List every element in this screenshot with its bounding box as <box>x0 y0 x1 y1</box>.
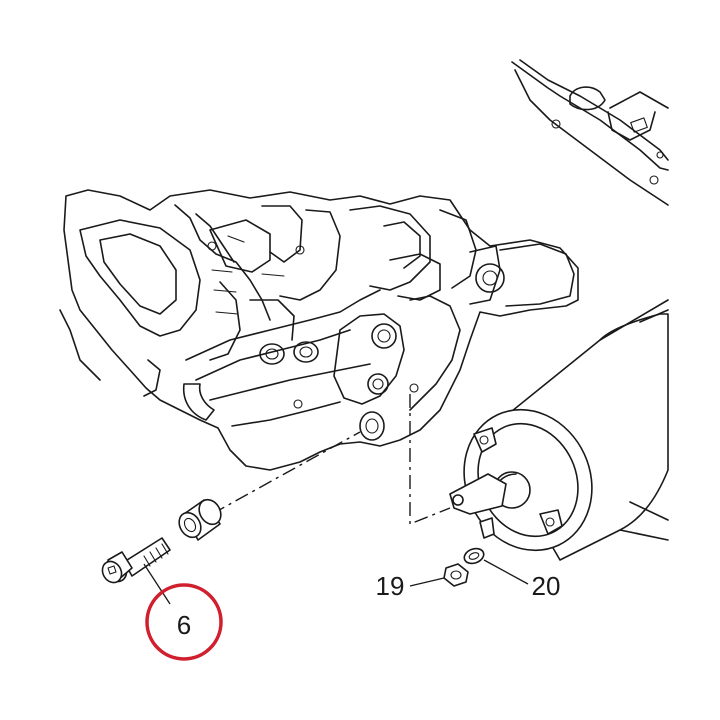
callout-6: 6 <box>145 583 223 661</box>
callout-label-6: 6 <box>177 610 191 640</box>
starter-motor <box>449 299 669 561</box>
washer <box>463 547 485 565</box>
callout-label-20: 20 <box>532 571 561 601</box>
engine-crankcase <box>59 189 579 471</box>
socket-head-screw <box>101 537 171 584</box>
callout-20: 20 <box>532 571 561 601</box>
highlight-ring <box>145 583 223 661</box>
leader-lines <box>143 559 529 605</box>
cover-fragment <box>511 59 669 206</box>
assembly-lines <box>211 394 451 526</box>
callout-19: 19 <box>376 571 405 601</box>
hex-nut <box>443 563 469 587</box>
callout-label-19: 19 <box>376 571 405 601</box>
spacer-bushing <box>178 498 222 541</box>
